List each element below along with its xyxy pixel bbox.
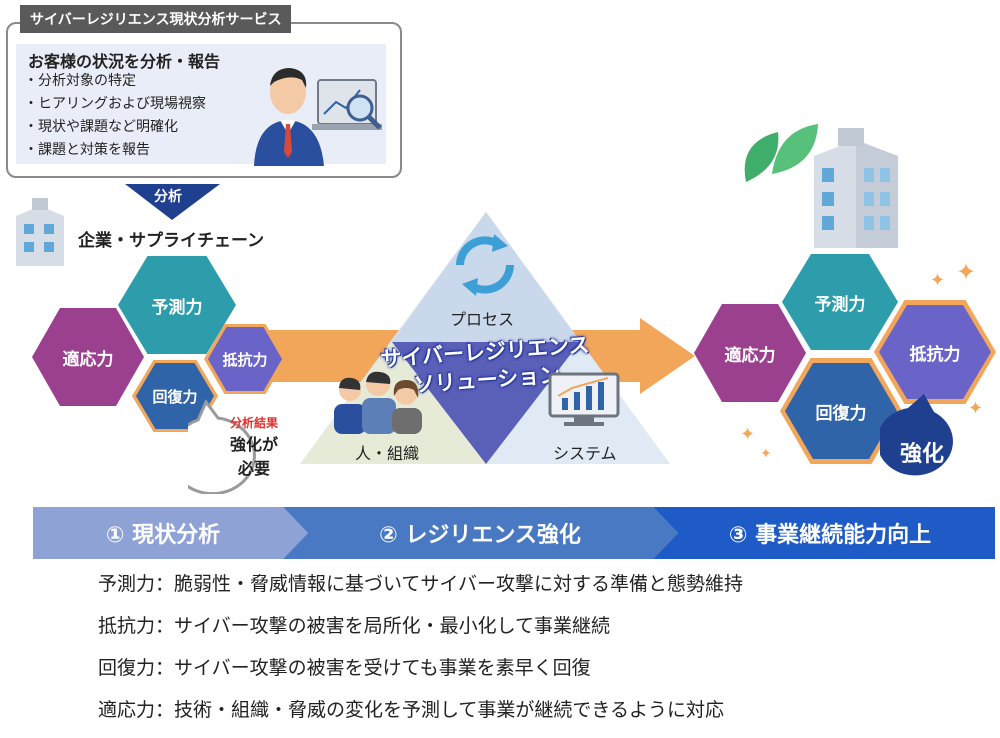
analysis-label: 分析 bbox=[154, 189, 182, 205]
hex-resist-left: 抵抗力 bbox=[208, 327, 282, 391]
list-item: ・分析対象の特定 bbox=[24, 73, 136, 89]
service-list: ・分析対象の特定 ・ヒアリングおよび現場視察 ・現状や課題など明確化 ・課題と対… bbox=[24, 70, 206, 162]
people-label: 人・組織 bbox=[355, 444, 420, 463]
strengthen-badge bbox=[880, 394, 953, 476]
bubble-line1: 分析結果 bbox=[229, 416, 278, 430]
sparkle-icon: ✦ bbox=[760, 446, 772, 462]
list-item: ・課題と対策を報告 bbox=[24, 142, 150, 158]
step-2: ② レジリエンス強化 bbox=[379, 523, 581, 548]
sparkle-icon: ✦ bbox=[740, 424, 756, 445]
list-item: ・現状や課題など明確化 bbox=[24, 119, 178, 135]
result-bubble bbox=[188, 399, 256, 494]
building-icon bbox=[16, 198, 64, 266]
definition-adapt: 適応力：技術・組織・脅威の変化を予測して事業が継続できるように対応 bbox=[98, 699, 725, 721]
hex-recover-right: 回復力 bbox=[785, 363, 897, 459]
hex-resist-right: 抵抗力 bbox=[879, 305, 991, 399]
process-label: プロセス bbox=[450, 310, 515, 329]
steps-band bbox=[33, 507, 995, 559]
hex-adapt-left: 適応力 bbox=[32, 308, 144, 406]
people-icon bbox=[334, 371, 422, 434]
system-label: システム bbox=[553, 444, 617, 463]
bubble-line2: 強化が bbox=[229, 435, 278, 454]
definition-predict: 予測力：脆弱性・脅威情報に基づいてサイバー攻撃に対する準備と態勢維持 bbox=[98, 573, 744, 595]
cycle-icon bbox=[456, 234, 514, 296]
strengthen-label: 強化 bbox=[900, 442, 945, 467]
hex-predict-left: 予測力 bbox=[118, 256, 236, 354]
bubble-line3: 必要 bbox=[237, 459, 270, 478]
bubble-text: 分析結果 強化が 必要 bbox=[214, 414, 294, 479]
step-1: ① 現状分析 bbox=[105, 523, 221, 548]
sparkle-icon: ✦ bbox=[930, 270, 946, 291]
step-3: ③ 事業継続能力向上 bbox=[728, 523, 932, 548]
company-label: 企業・サプライチェーン bbox=[78, 231, 265, 251]
building-large-icon bbox=[814, 128, 898, 248]
hex-adapt-right: 適応力 bbox=[694, 304, 806, 402]
sparkle-icon: ✦ bbox=[956, 258, 977, 286]
monitor-icon bbox=[548, 372, 620, 426]
definition-resist: 抵抗力：サイバー攻撃の被害を局所化・最小化して事業継続 bbox=[98, 615, 611, 637]
leaf-icon bbox=[744, 124, 818, 182]
hex-predict-right: 予測力 bbox=[782, 254, 898, 350]
service-title: サイバーレジリエンス現状分析サービス bbox=[20, 5, 292, 33]
sparkle-icon: ✦ bbox=[968, 398, 984, 419]
service-heading: お客様の状況を分析・報告 bbox=[28, 52, 221, 71]
consultant-icon bbox=[254, 68, 382, 166]
list-item: ・ヒアリングおよび現場視察 bbox=[24, 96, 206, 112]
analysis-arrow-icon bbox=[125, 184, 220, 220]
definition-recover: 回復力：サイバー攻撃の被害を受けても事業を素早く回復 bbox=[98, 657, 591, 679]
